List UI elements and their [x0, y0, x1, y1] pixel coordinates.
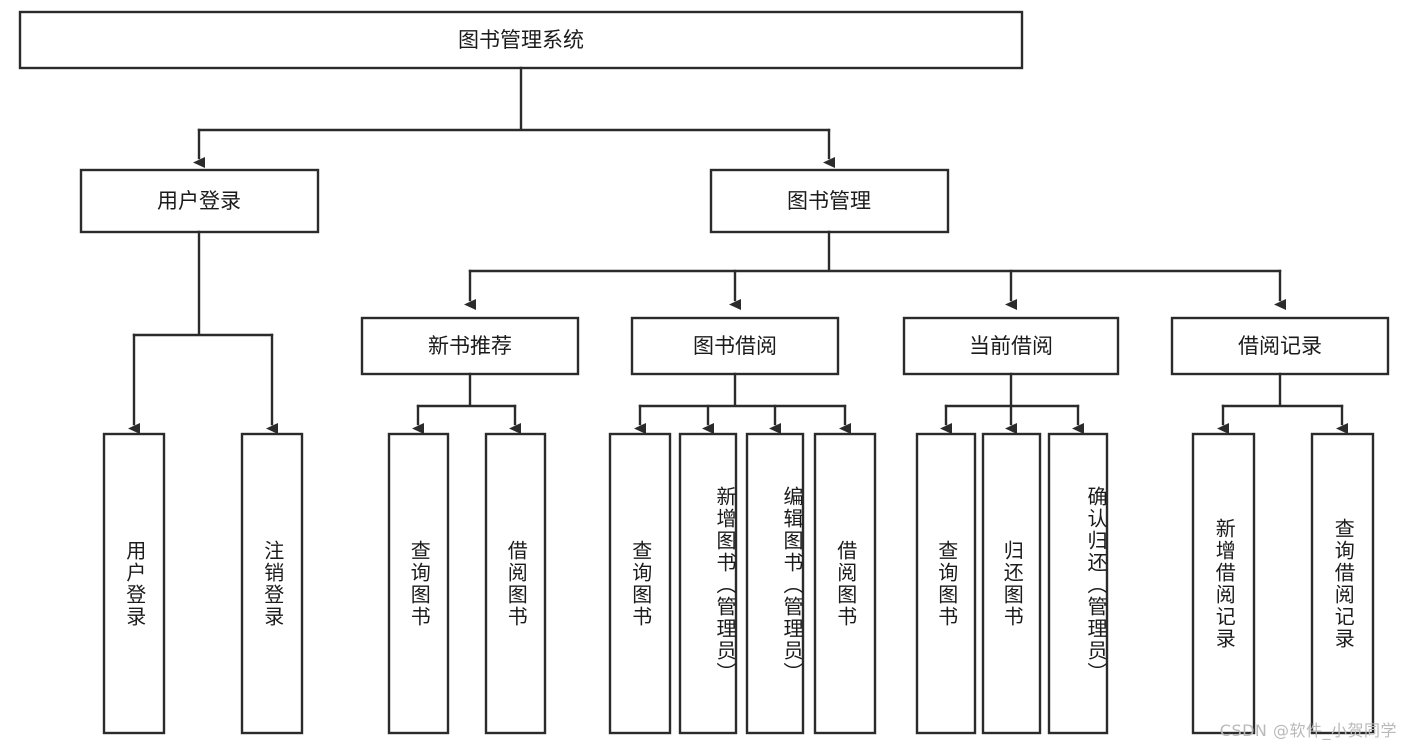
node-current-borrow-label: 当前借阅: [969, 334, 1053, 358]
connector-borrow-record-bus: [1221, 372, 1344, 408]
connector-book-borrow-bus: [638, 372, 847, 408]
leaf-box-user-login-1[interactable]: [102, 432, 166, 735]
node-new-book-label: 新书推荐: [428, 334, 512, 358]
node-book-manage-label: 图书管理: [787, 189, 871, 213]
node-book-borrow-label: 图书借阅: [693, 334, 777, 358]
leaf-box-borrow-record-2[interactable]: [1310, 432, 1375, 735]
leaf-box-book-borrow-4[interactable]: [813, 432, 877, 735]
connector-current-borrow-bus: [944, 372, 1080, 408]
node-book-borrow-box[interactable]: [630, 316, 840, 376]
leaf-box-current-borrow-2[interactable]: [981, 432, 1042, 735]
leaf-box-book-borrow-1[interactable]: [608, 432, 672, 735]
leaf-box-new-book-1[interactable]: [387, 432, 450, 735]
node-user-login-box[interactable]: [79, 168, 320, 234]
node-current-borrow-box[interactable]: [902, 316, 1120, 376]
connector-user-login-bus: [132, 230, 274, 337]
leaf-box-new-book-2[interactable]: [484, 432, 547, 735]
node-book-manage-box[interactable]: [709, 168, 950, 234]
node-new-book-box[interactable]: [360, 316, 580, 376]
leaf-box-borrow-record-1[interactable]: [1191, 432, 1256, 735]
connector-root-to-level2: [197, 66, 831, 132]
leaf-box-book-borrow-2[interactable]: [678, 432, 738, 735]
connector-book-manage-bus: [468, 230, 1282, 273]
node-borrow-record-label: 借阅记录: [1238, 334, 1322, 358]
leaf-box-book-borrow-3[interactable]: [745, 432, 805, 735]
leaf-box-current-borrow-1[interactable]: [915, 432, 977, 735]
watermark-label: CSDN @软件_小贺同学: [1219, 721, 1397, 740]
node-borrow-record-box[interactable]: [1170, 316, 1390, 376]
leaf-box-user-login-2[interactable]: [240, 432, 304, 735]
node-root-box[interactable]: [18, 10, 1024, 70]
node-user-login-label: 用户登录: [157, 189, 241, 213]
connector-new-book-bus: [416, 372, 517, 408]
node-root-label: 图书管理系统: [458, 28, 584, 52]
leaf-box-current-borrow-3[interactable]: [1047, 432, 1109, 735]
